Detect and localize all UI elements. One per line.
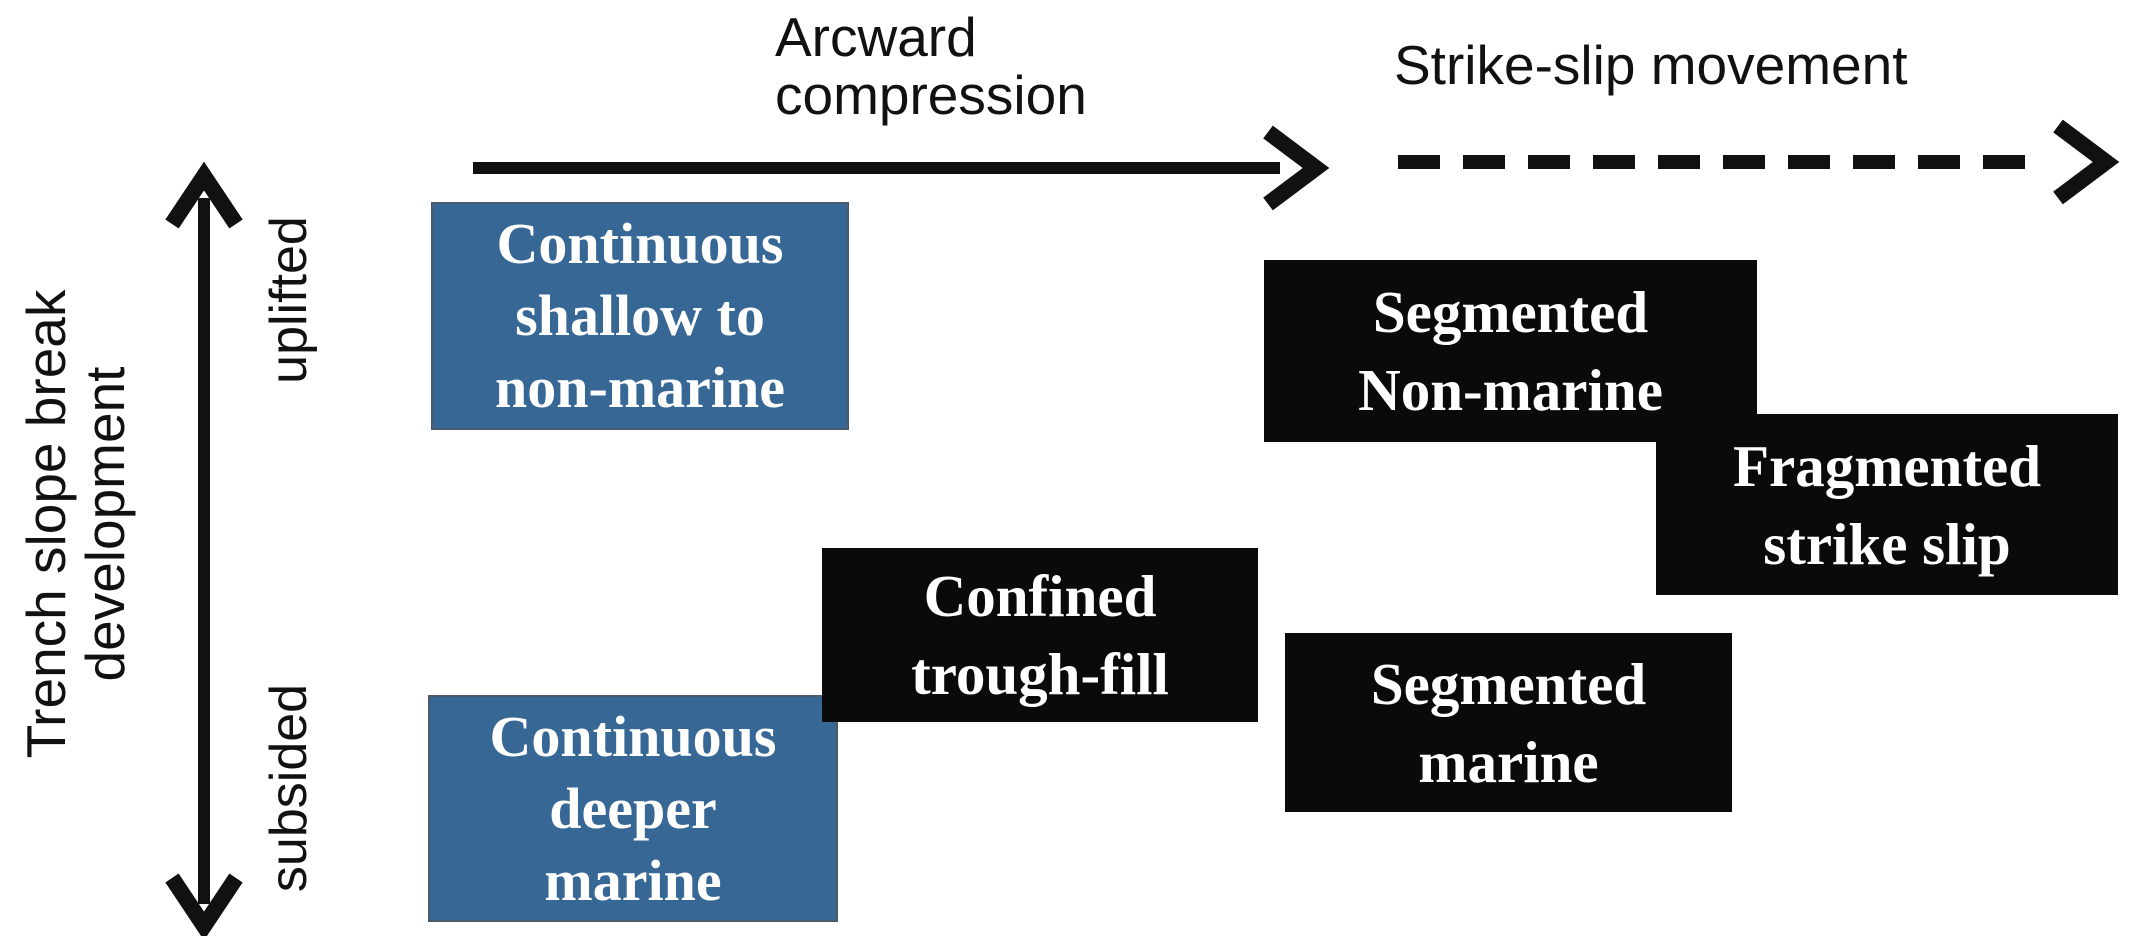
y-axis-title-line2: development [74, 366, 136, 682]
y-axis-label-subsided: subsided [260, 683, 318, 893]
box-continuous-deeper-marine: Continuous deeper marine [428, 695, 838, 922]
box-fragmented-strike-slip: Fragmented strike slip [1656, 414, 2118, 595]
y-axis-label-uplifted: uplifted [260, 216, 318, 384]
trench-development-axis-arrow-icon [165, 161, 243, 936]
x-axis-title-compression-line1: Arcward [775, 6, 977, 68]
box-label-line: strike slip [1763, 510, 2011, 577]
box-label-line: marine [1418, 728, 1599, 795]
box-label-line: shallow to [515, 283, 765, 348]
x-axis-title-strike-slip: Strike-slip movement [1394, 34, 1908, 96]
box-label-line: marine [544, 847, 722, 913]
strike-slip-arrow-icon [1398, 119, 2120, 205]
box-continuous-shallow-to-non-marine: Continuous shallow to non-marine [431, 202, 849, 430]
x-axis-title-compression: Arcward compression [775, 8, 1087, 124]
y-axis-title-line1: Trench slope break [15, 289, 77, 759]
box-label-line: non-marine [495, 355, 785, 420]
box-label-line: trough-fill [911, 641, 1169, 707]
box-segmented-marine: Segmented marine [1285, 633, 1732, 812]
y-axis-title: Trench slope break development [15, 289, 136, 759]
box-label-line: Confined [923, 563, 1157, 629]
box-label-line: deeper [549, 775, 717, 841]
arcward-compression-arrow-icon [473, 125, 1330, 211]
box-confined-trough-fill: Confined trough-fill [822, 548, 1258, 722]
box-segmented-non-marine: Segmented Non-marine [1264, 260, 1757, 442]
box-label-line: Continuous [489, 703, 777, 769]
box-label-line: Non-marine [1358, 357, 1663, 423]
box-label-line: Segmented [1370, 650, 1647, 717]
x-axis-title-compression-line2: compression [775, 64, 1087, 126]
box-label-line: Fragmented [1732, 432, 2042, 499]
box-label-line: Segmented [1372, 279, 1649, 345]
box-label-line: Continuous [496, 211, 784, 276]
